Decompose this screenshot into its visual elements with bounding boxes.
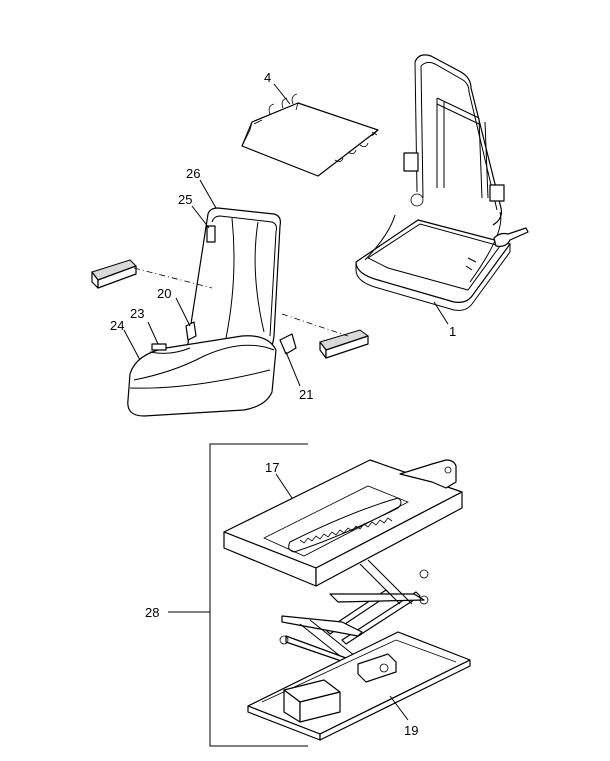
part-19-base-plate: [247, 631, 471, 741]
callout-19: 19: [404, 723, 418, 738]
leader-lines: [123, 83, 449, 721]
armrest-left: [91, 259, 137, 289]
alignment-line-right: [281, 313, 349, 337]
callout-24: 24: [110, 318, 124, 333]
callout-20: 20: [157, 286, 171, 301]
callout-4: 4: [264, 70, 271, 85]
callout-28: 28: [145, 605, 159, 620]
callout-26: 26: [186, 166, 200, 181]
scissor-mechanism: [279, 559, 429, 665]
armrest-right: [319, 329, 370, 359]
callout-1: 1: [449, 324, 456, 339]
part-17-mounting-plate: [223, 459, 463, 587]
callout-17: 17: [265, 460, 279, 475]
alignment-line-left: [133, 267, 213, 289]
callout-25: 25: [178, 192, 192, 207]
part-1-seat-frame: [355, 54, 529, 311]
part-4-seat-cover: [241, 93, 379, 177]
callout-21: 21: [299, 387, 313, 402]
bracket-28: [209, 443, 308, 747]
seat-cushion-assembly: [127, 207, 297, 417]
callout-23: 23: [130, 306, 144, 321]
